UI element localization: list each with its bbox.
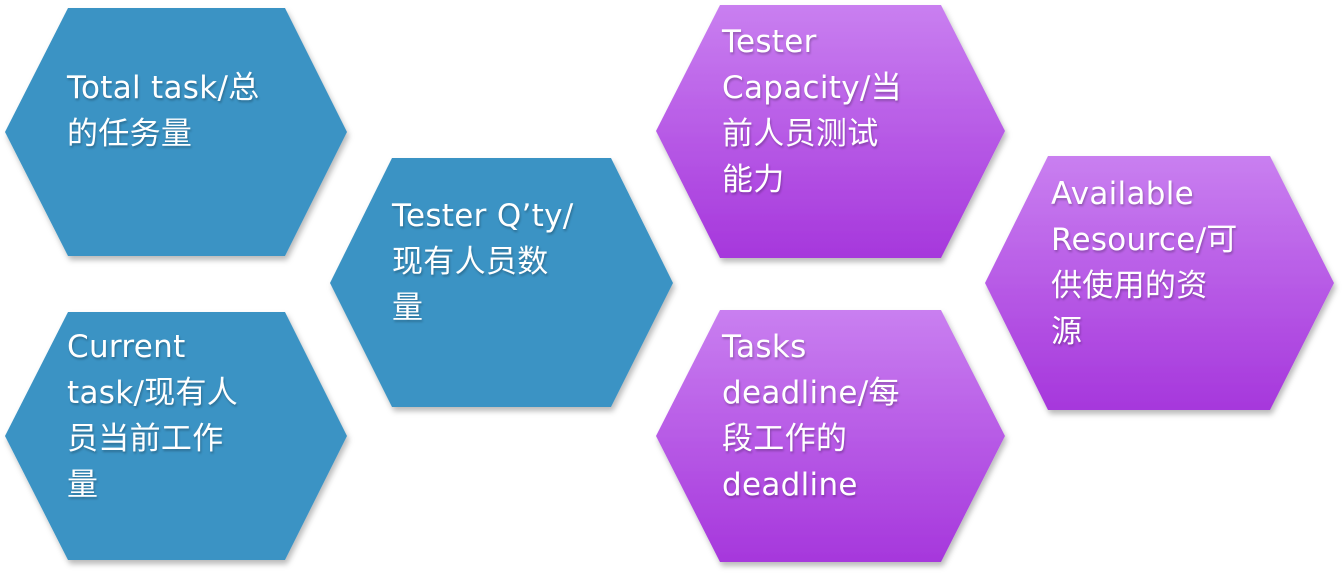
hexagon-total-task [5,8,347,256]
label-tester-capacity: Tester Capacity/当 前人员测试 能力 [722,19,902,203]
label-tester-qty: Tester Q’ty/ 现有人员数 量 [392,193,574,331]
label-line: 能力 [722,162,785,198]
hexagon-tester-qty [330,158,673,407]
label-line: Capacity/当 [722,70,902,106]
label-line: Tasks [722,329,807,365]
label-line: Available [1051,176,1195,212]
label-line: Tester [722,24,817,60]
label-total-task: Total task/总 的任务量 [67,65,260,157]
label-line: deadline/每 [722,375,900,411]
label-line: Resource/可 [1051,222,1238,258]
label-line: 前人员测试 [722,116,879,152]
label-line: Tester Q’ty/ [392,198,574,234]
label-line: 现有人员数 [392,244,549,280]
label-line: Current [67,329,186,365]
label-line: 员当前工作 [67,421,224,457]
label-line: 量 [392,290,424,326]
hexagon-tasks-deadline [656,310,1005,562]
label-line: 量 [67,467,99,503]
label-line: task/现有人 [67,375,239,411]
label-line: 的任务量 [67,116,193,152]
label-tasks-deadline: Tasks deadline/每 段工作的 deadline [722,324,900,508]
label-available-resource: Available Resource/可 供使用的资 源 [1051,171,1238,355]
label-line: 供使用的资 [1051,268,1208,304]
hexagon-current-task [5,312,347,560]
label-line: 段工作的 [722,421,848,457]
hexagon-available-resource [985,156,1334,410]
label-line: deadline [722,467,858,503]
label-line: 源 [1051,314,1083,350]
label-line: Total task/总 [67,70,260,106]
hexagon-tester-capacity [656,5,1005,258]
label-current-task: Current task/现有人 员当前工作 量 [67,324,238,508]
